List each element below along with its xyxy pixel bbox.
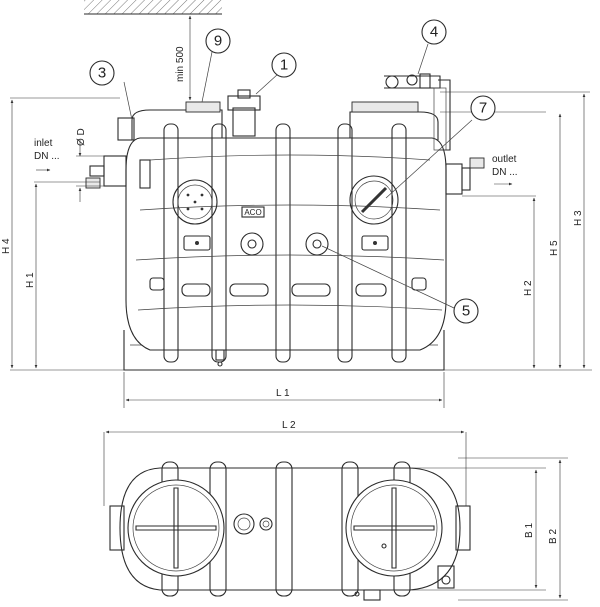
od-label: Ø D	[76, 128, 87, 146]
callout-1: 1	[271, 52, 297, 78]
inlet-pipe	[85, 155, 127, 189]
svg-text:7: 7	[479, 100, 487, 117]
brand-text: ACO	[244, 208, 261, 217]
inlet-dn-label: DN ...	[34, 151, 60, 162]
inlet-label: inlet	[34, 138, 53, 149]
tank-handles	[149, 277, 427, 297]
svg-text:1: 1	[280, 57, 288, 74]
dim-l2: L 2	[282, 420, 296, 431]
dim-b1: B 1	[524, 523, 535, 538]
dim-h5: H 5	[549, 240, 560, 256]
callout-4: 4	[421, 19, 447, 45]
svg-text:3: 3	[98, 65, 106, 82]
dim-h1: H 1	[25, 272, 36, 288]
callout-7: 7	[470, 95, 496, 121]
dim-h2: H 2	[523, 280, 534, 296]
svg-text:9: 9	[214, 33, 222, 50]
top-view	[103, 430, 568, 601]
dim-b2: B 2	[548, 529, 559, 544]
front-view: ACO	[10, 0, 592, 408]
left-inspection-cover	[172, 179, 218, 225]
callout-9: 9	[205, 28, 231, 54]
svg-text:5: 5	[462, 303, 470, 320]
min500-label: min 500	[175, 46, 186, 82]
callout-3: 3	[89, 60, 115, 86]
right-inspection-cover	[349, 175, 399, 225]
valve-assembly	[384, 73, 451, 151]
outlet-dn-label: DN ...	[492, 167, 518, 178]
dim-l1: L 1	[276, 388, 290, 399]
outlet-pipe	[445, 157, 485, 195]
dim-h4: H 4	[1, 238, 12, 254]
tank-ribs	[163, 123, 407, 363]
outlet-label: outlet	[492, 154, 517, 165]
ceiling-hatch	[84, 0, 222, 15]
brand-logo: ACO	[241, 206, 265, 218]
callout-5: 5	[453, 298, 479, 324]
dim-h3: H 3	[573, 210, 584, 226]
svg-text:4: 4	[430, 24, 438, 41]
